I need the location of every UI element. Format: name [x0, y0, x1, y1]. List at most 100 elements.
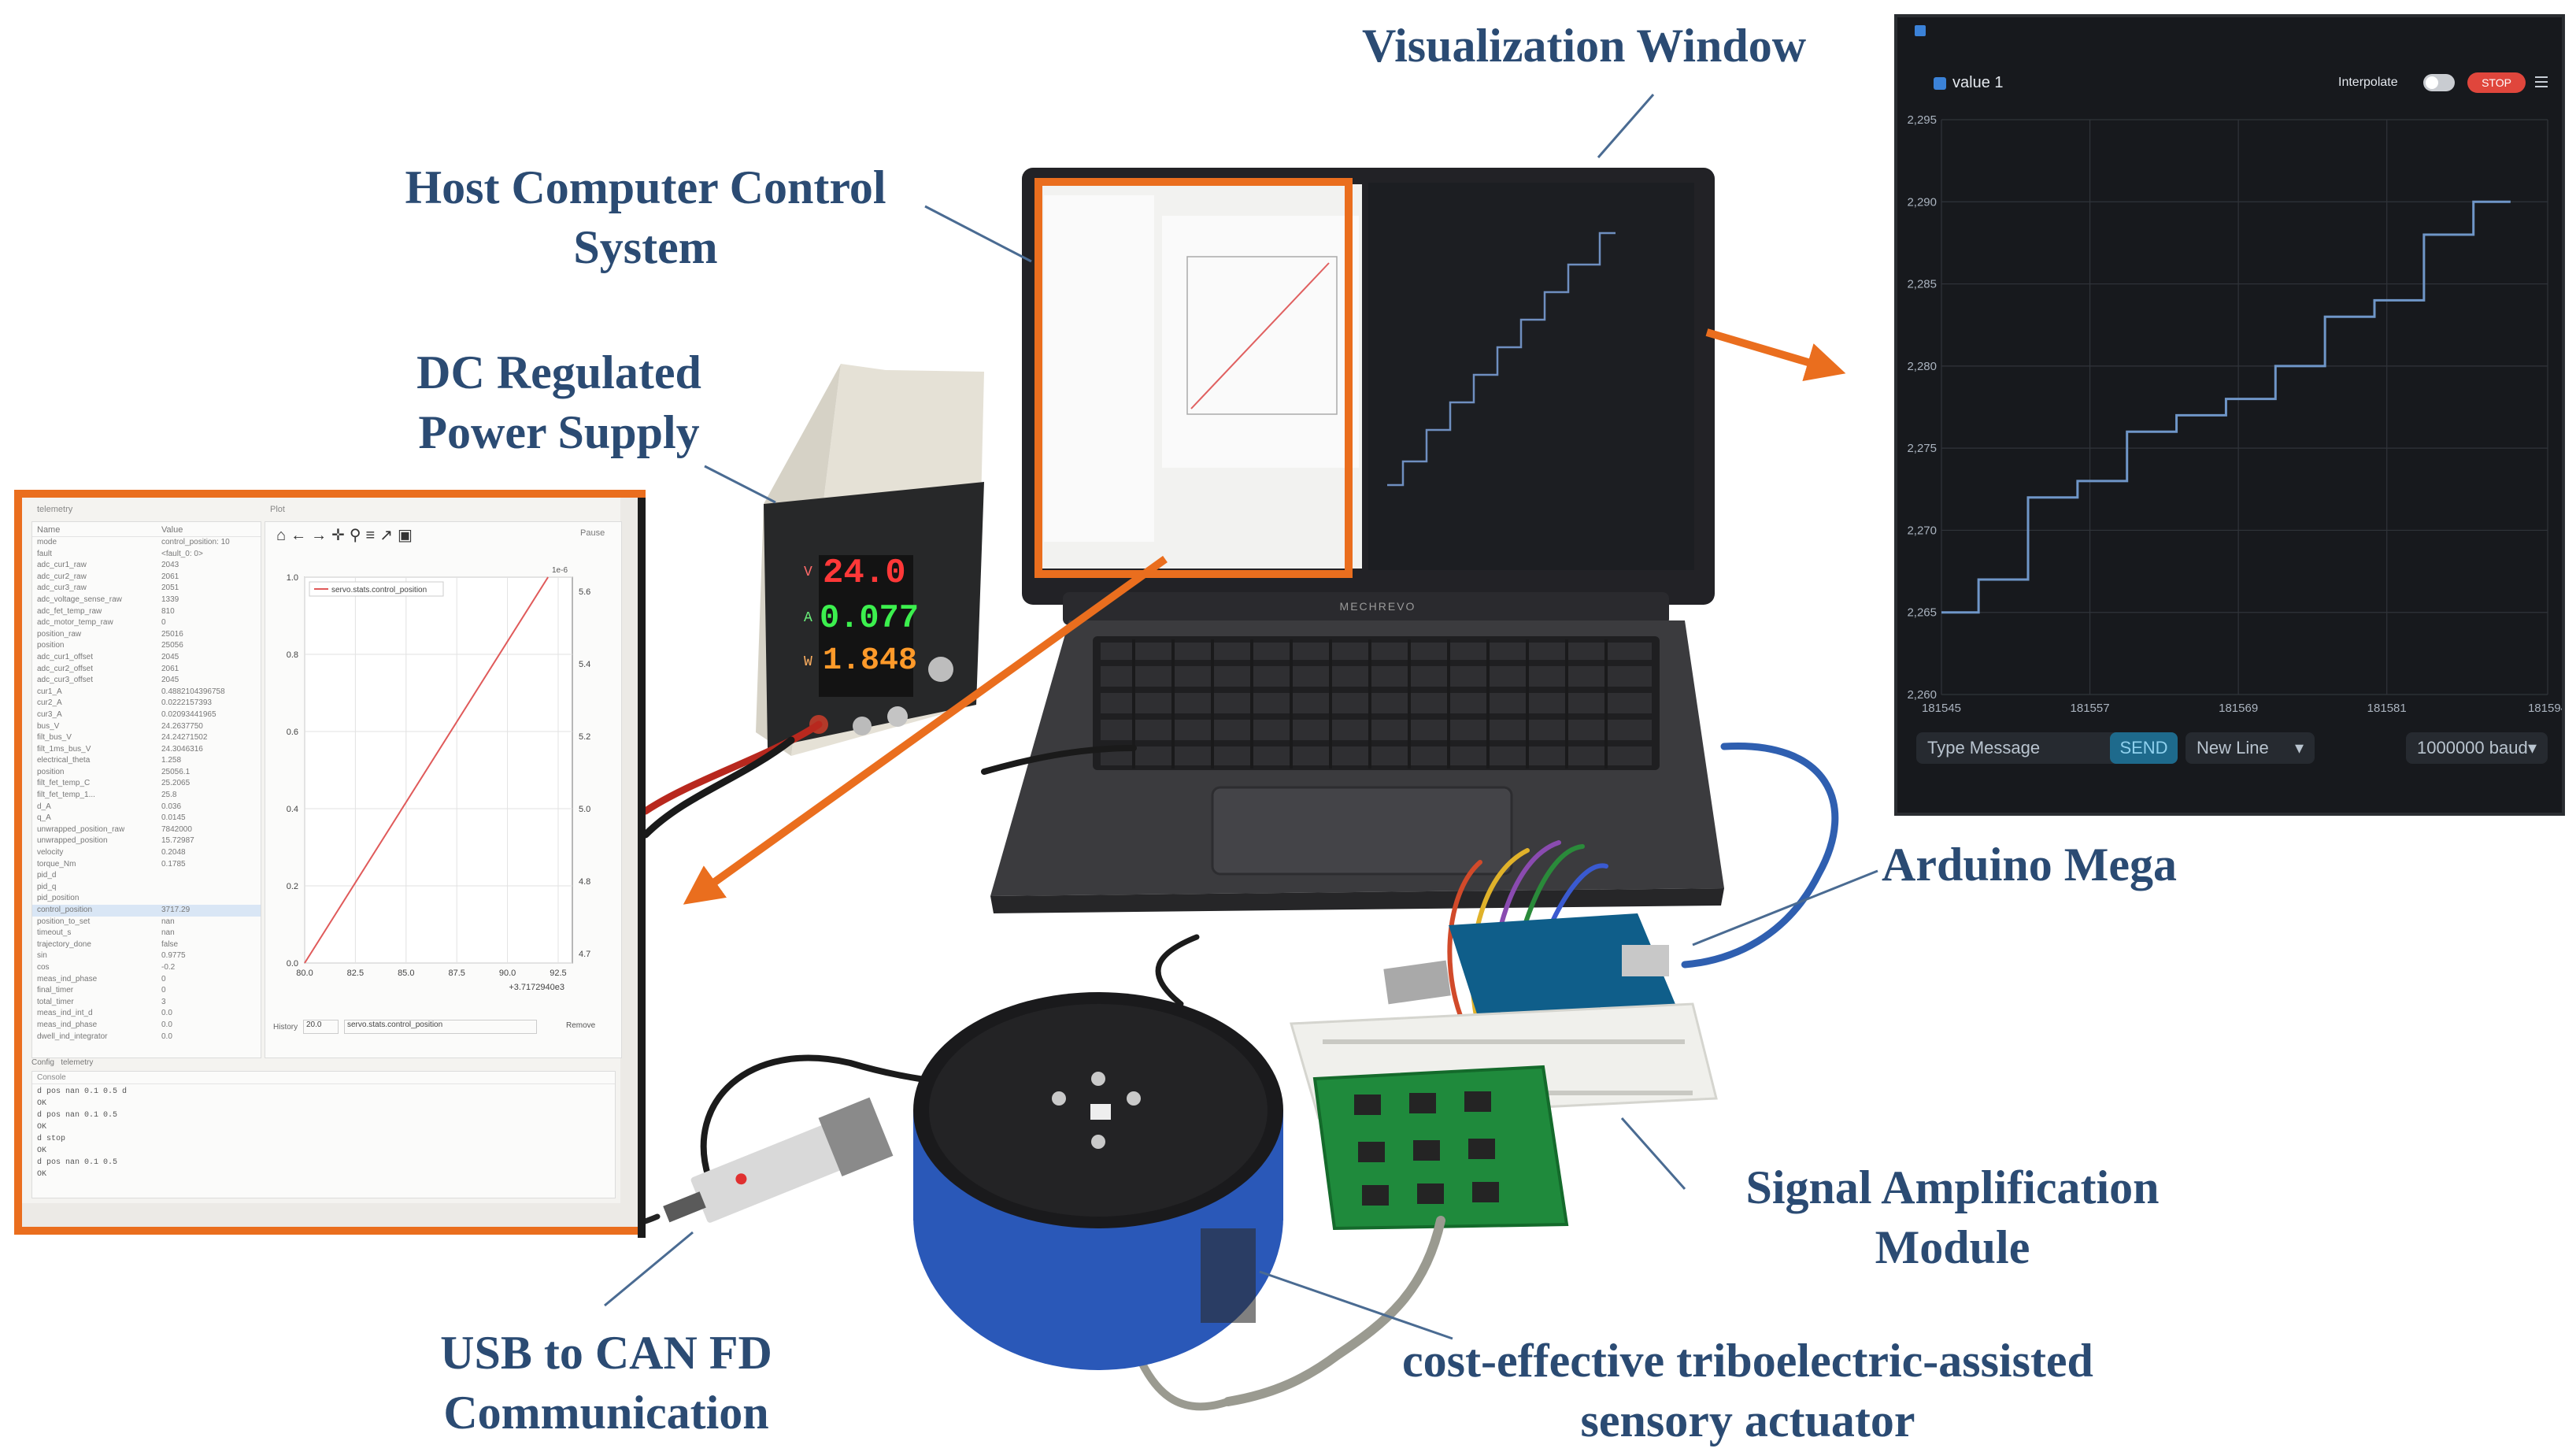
configure-icon[interactable]: ≡: [365, 527, 380, 544]
telemetry-row-name: adc_voltage_sense_raw: [37, 595, 122, 604]
telemetry-row-name: pid_d: [37, 871, 57, 880]
telemetry-row-value: false: [161, 939, 179, 949]
pan-icon[interactable]: ✛: [331, 527, 350, 544]
keyboard-keys: [1101, 643, 1652, 765]
zoom-icon[interactable]: ⚲: [349, 527, 366, 544]
telemetry-row-value: 0.1785: [161, 859, 186, 869]
send-button[interactable]: SEND: [2110, 732, 2178, 764]
console-line: OK: [37, 1146, 47, 1155]
edit-curve-icon[interactable]: ↗: [379, 527, 398, 544]
remove-button[interactable]: Remove: [566, 1021, 596, 1030]
history-input[interactable]: 20.0: [303, 1020, 339, 1034]
menu-icon[interactable]: [2533, 74, 2549, 90]
psu-voltage: 24.0: [823, 554, 906, 593]
label-host-control-line1: Host Computer Control: [405, 161, 886, 213]
baud-select[interactable]: 1000000 baud ▾: [2406, 732, 2548, 764]
home-icon[interactable]: ⌂: [276, 527, 291, 544]
telemetry-row[interactable]: cos-0.2: [32, 962, 261, 974]
series-checkbox[interactable]: [1934, 76, 1946, 90]
stop-button[interactable]: STOP: [2467, 72, 2526, 93]
y2-tick-label: 5.6: [579, 587, 590, 597]
y-tick-label: 2,260: [1907, 688, 1937, 702]
telemetry-row-name: trajectory_done: [37, 939, 91, 949]
host-arrow: [683, 555, 1168, 905]
telemetry-row[interactable]: fault<fault_0: 0>: [32, 549, 261, 561]
chevron-down-icon: ▾: [2294, 738, 2304, 757]
label-actuator-line2: sensory actuator: [1580, 1395, 1915, 1446]
message-input[interactable]: Type Message: [1916, 732, 2126, 764]
y-tick-label: 2,285: [1907, 278, 1937, 291]
history-series-select[interactable]: servo.stats.control_position: [344, 1020, 537, 1034]
label-dc-supply: DC Regulated Power Supply: [362, 343, 756, 462]
viz-line-chart: 2,2602,2652,2702,2752,2802,2852,2902,295…: [1907, 113, 2562, 715]
label-dc-supply-line1: DC Regulated: [416, 346, 701, 398]
back-icon[interactable]: ←: [291, 527, 312, 544]
y-tick-label: 2,275: [1907, 442, 1937, 455]
tab-config[interactable]: Config: [31, 1058, 54, 1067]
telemetry-row[interactable]: pid_position: [32, 893, 261, 905]
plot-tab[interactable]: Plot: [270, 505, 285, 514]
line-ending-select[interactable]: New Line ▾: [2186, 732, 2315, 764]
telemetry-row[interactable]: trajectory_done false: [32, 939, 261, 951]
telemetry-row-name: fault: [37, 549, 52, 558]
telemetry-row-value: 0.036: [161, 802, 182, 811]
interpolate-toggle[interactable]: [2423, 74, 2455, 91]
label-usb-can: USB to CAN FD Communication: [370, 1323, 842, 1443]
telemetry-row[interactable]: filt_fet_temp_1...25.8: [32, 790, 261, 802]
x-tick-label: 90.0: [499, 969, 516, 978]
telemetry-row[interactable]: pid_d: [32, 870, 261, 882]
label-usb-can-line1: USB to CAN FD: [440, 1327, 772, 1379]
telemetry-row-name: filt_fet_temp_1...: [37, 791, 95, 800]
viz-arrow: [1705, 328, 1846, 382]
telemetry-tab[interactable]: telemetry: [37, 505, 73, 514]
telemetry-row-name: q_A: [37, 813, 51, 823]
telemetry-row[interactable]: pid_q: [32, 882, 261, 894]
tab-telemetry[interactable]: telemetry: [61, 1058, 94, 1067]
save-icon[interactable]: ▣: [397, 527, 417, 544]
x-tick-label: 85.0: [398, 969, 414, 978]
pause-button[interactable]: Pause: [580, 528, 605, 538]
x-tick-label: 181594: [2528, 702, 2562, 715]
telemetry-row-value: 0.0222157393: [161, 698, 212, 708]
forward-icon[interactable]: →: [311, 527, 332, 544]
